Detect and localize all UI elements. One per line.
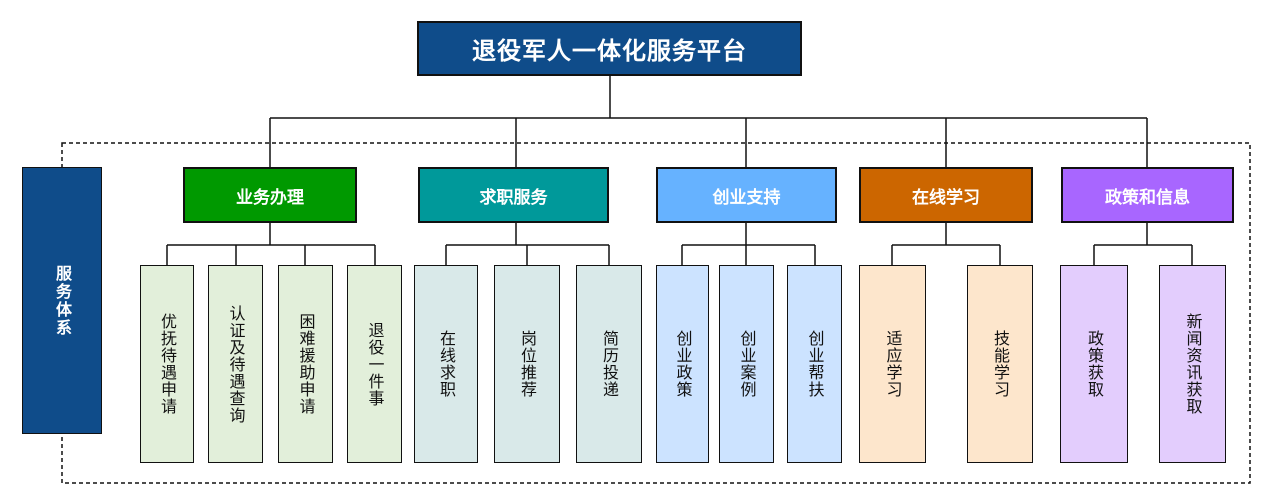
service-system-label: 服务体系	[22, 167, 102, 434]
leaf-item: 政策获取	[1060, 265, 1128, 463]
leaf-item: 岗位推荐	[494, 265, 560, 463]
leaf-item: 认证及待遇查询	[208, 265, 263, 463]
leaf-item: 创业案例	[719, 265, 774, 463]
leaf-item: 创业政策	[656, 265, 709, 463]
category-online-learning: 在线学习	[859, 167, 1033, 223]
leaf-item: 技能学习	[967, 265, 1033, 463]
category-policy-info: 政策和信息	[1061, 167, 1234, 223]
leaf-item: 退役一件事	[347, 265, 402, 463]
category-job-service: 求职服务	[418, 167, 609, 223]
leaf-item: 新闻资讯获取	[1159, 265, 1226, 463]
platform-title: 退役军人一体化服务平台	[417, 21, 802, 76]
leaf-item: 适应学习	[859, 265, 926, 463]
leaf-item: 创业帮扶	[787, 265, 842, 463]
category-entrepreneurship: 创业支持	[656, 167, 837, 223]
leaf-item: 简历投递	[576, 265, 642, 463]
leaf-item: 在线求职	[414, 265, 478, 463]
leaf-item: 优抚待遇申请	[140, 265, 194, 463]
category-business: 业务办理	[183, 167, 357, 223]
leaf-item: 困难援助申请	[278, 265, 333, 463]
